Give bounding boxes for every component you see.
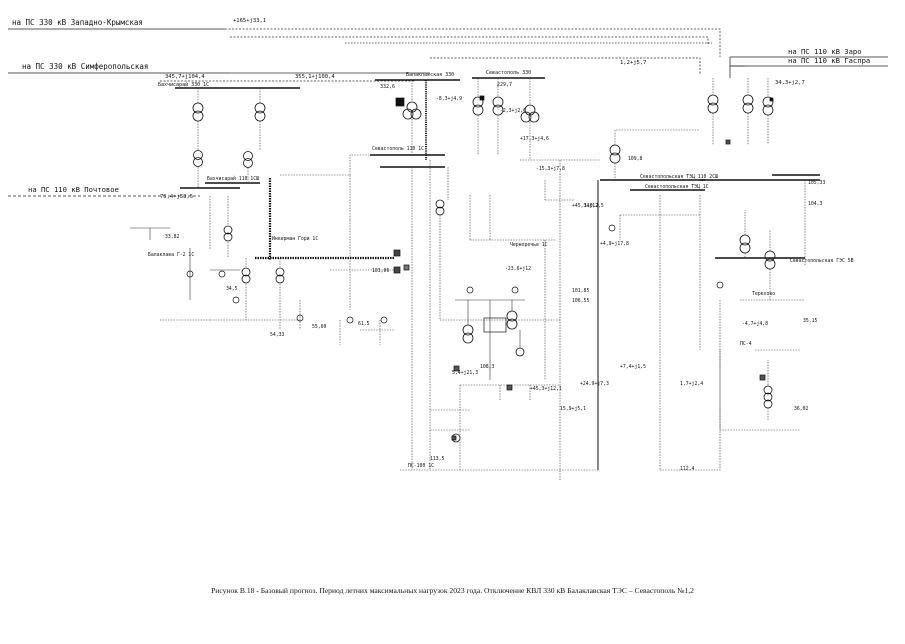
bus-label-tes-110: Севастопольская ТЭЦ 110 2СШ: [640, 174, 718, 180]
svg-text:36,02: 36,02: [794, 406, 809, 412]
svg-text:на ПС 110 кВ Почтовое: на ПС 110 кВ Почтовое: [28, 185, 119, 194]
svg-text:105,33: 105,33: [808, 180, 825, 186]
generator-symbols: [186, 224, 724, 324]
transformers: [192, 94, 776, 443]
svg-text:на ПС 330 кВ Западно-Крымская: на ПС 330 кВ Западно-Крымская: [12, 18, 143, 27]
svg-text:35,15: 35,15: [803, 318, 818, 324]
svg-text:110,7: 110,7: [584, 203, 599, 209]
svg-text:-4,7+j4,8: -4,7+j4,8: [742, 321, 768, 327]
bus-bakhchisaray-330: Бахчисарай 330 1С: [158, 82, 300, 89]
bus-label-balaklava-g2: Балаклава Г-2 1С: [148, 252, 194, 258]
svg-text:+45,3+j12,5: +45,3+j12,5: [572, 203, 604, 209]
bus-label-ps100: ПС-100 1С: [408, 463, 434, 469]
svg-text:101,85: 101,85: [572, 288, 589, 294]
svg-text:5,4+j21,3: 5,4+j21,3: [452, 370, 478, 376]
svg-text:+7,4+j1,5: +7,4+j1,5: [620, 364, 646, 370]
distribution-wiring: [130, 78, 806, 480]
figure-caption: Рисунок В.18 - Базовый прогноз. Период л…: [211, 586, 694, 595]
flow-simferopol-b: 355,1+j100,4: [295, 74, 335, 80]
svg-text:61,5: 61,5: [358, 321, 370, 327]
bus-label-sev-110: Севастополь 110 1С: [372, 146, 424, 152]
svg-text:55,60: 55,60: [312, 324, 327, 330]
svg-text:на ПС 110 кВ Заро: на ПС 110 кВ Заро: [788, 47, 862, 56]
svg-text:на ПС 110 кВ Гаспра: на ПС 110 кВ Гаспра: [788, 56, 870, 65]
bus-label-ps4: ПС-4: [740, 341, 752, 347]
bus-label-tes-gas: Севастопольская ТЭЦ 1С: [645, 184, 709, 190]
bus-label-inkerman: Инкерман Гори 1С: [272, 236, 318, 242]
flow-zaro: 1,2+j5,7: [620, 60, 647, 66]
svg-text:108,3: 108,3: [480, 364, 495, 370]
flow-west-crimea: +165+j33,1: [233, 18, 266, 24]
svg-text:103,06: 103,06: [372, 268, 389, 274]
svg-text:-23,6+j12: -23,6+j12: [505, 266, 531, 272]
line-label-zaro: на ПС 110 кВ Заро: [730, 47, 888, 58]
value-labels: -8,3+j4,9 -2,3+j2,6 +17,3+j4,6 -15,3+j7,…: [165, 96, 825, 472]
svg-text:Бахчисарай 330 1С: Бахчисарай 330 1С: [158, 82, 209, 88]
svg-text:15,9+j5,1: 15,9+j5,1: [560, 406, 586, 412]
svg-text:на ПС 330 кВ Симферопольская: на ПС 330 кВ Симферопольская: [22, 62, 148, 71]
flow-gaspra: 34,3+j2,7: [775, 80, 805, 86]
svg-text:Балаклавская 330: Балаклавская 330: [406, 72, 454, 78]
line-label-west-crimea: на ПС 330 кВ Западно-Крымская: [8, 18, 225, 30]
bus-label-kes: Севастопольская ГЭС 5В: [790, 258, 854, 264]
svg-text:106,55: 106,55: [572, 298, 589, 304]
bus-label-chernorech: Черноречье 1С: [510, 242, 548, 248]
svg-text:-8,3+j4,9: -8,3+j4,9: [436, 96, 462, 102]
svg-text:+45,3+j12,1: +45,3+j12,1: [530, 386, 562, 392]
svg-text:33,82: 33,82: [165, 234, 180, 240]
svg-text:1,7+j2,4: 1,7+j2,4: [680, 381, 703, 387]
flow-pochtovoe: 75,4+j53,5: [160, 194, 193, 200]
equipment-boxes: [393, 95, 774, 441]
svg-text:+4,9+j17,8: +4,9+j17,8: [600, 241, 629, 247]
svg-text:+24,9+j7,3: +24,9+j7,3: [580, 381, 609, 387]
line-label-simferopol: на ПС 330 кВ Симферопольская: [8, 62, 230, 74]
line-label-pochtovoe: на ПС 110 кВ Почтовое: [8, 185, 200, 197]
svg-text:229,7: 229,7: [497, 82, 512, 88]
bus-balaklava-330: Балаклавская 330 332,6: [375, 72, 460, 90]
svg-text:34,5: 34,5: [226, 286, 238, 292]
bus-label-terekhov: Терехово: [752, 291, 775, 297]
flow-simferopol-a: 345,7+j104,4: [165, 74, 205, 80]
svg-text:Севастополь 330: Севастополь 330: [486, 70, 531, 76]
buses-110: [180, 80, 820, 470]
svg-text:104,3: 104,3: [808, 201, 823, 207]
svg-text:-15,3+j7,8: -15,3+j7,8: [536, 166, 565, 172]
svg-text:332,6: 332,6: [380, 84, 395, 90]
svg-text:112,4: 112,4: [680, 466, 695, 472]
svg-text:113,5: 113,5: [430, 456, 445, 462]
line-label-gaspra: на ПС 110 кВ Гаспра: [730, 56, 888, 67]
bus-label-bakhch-110: Бахчисарай 110 1СШ: [207, 176, 259, 182]
svg-text:-2,3+j2,6: -2,3+j2,6: [500, 108, 526, 114]
svg-text:54,33: 54,33: [270, 332, 285, 338]
svg-text:109,8: 109,8: [628, 156, 643, 162]
svg-text:+17,3+j4,6: +17,3+j4,6: [520, 136, 549, 142]
bus-sevastopol-330: Севастополь 330 229,7: [472, 70, 545, 88]
